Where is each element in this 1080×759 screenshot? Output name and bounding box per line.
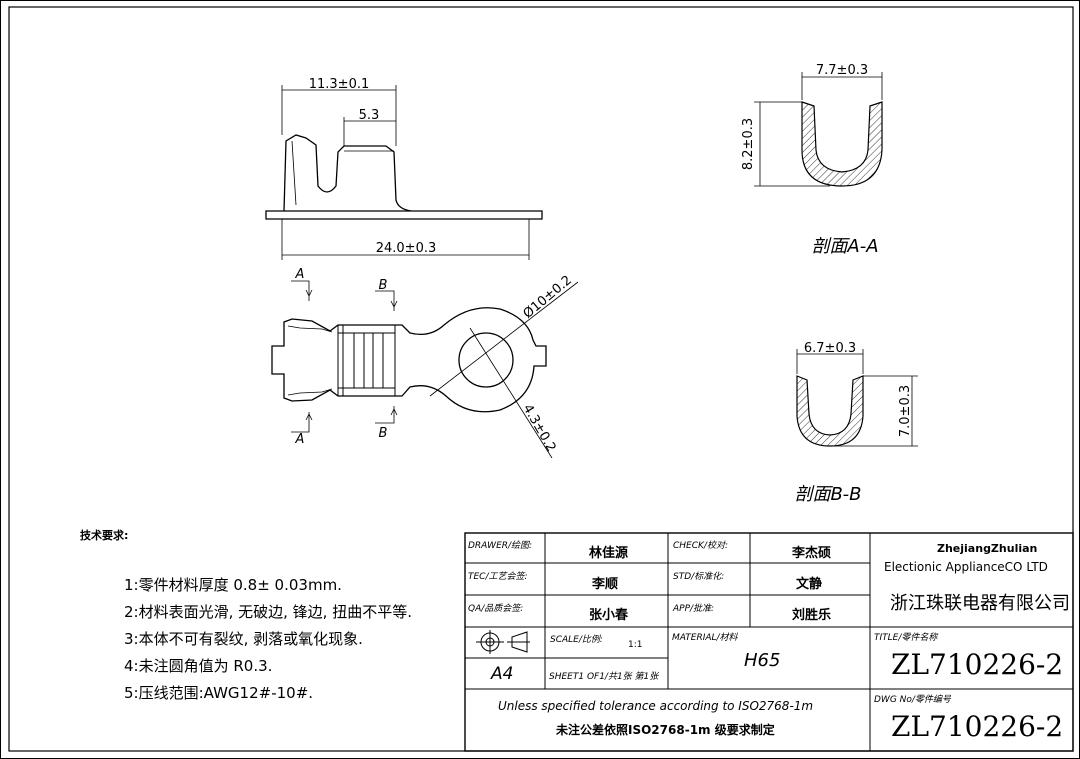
dim-section-b-width: 6.7±0.3 bbox=[804, 341, 856, 356]
side-view bbox=[265, 134, 543, 220]
drawing-number: ZL710226-2 bbox=[891, 710, 1064, 743]
qa-label: QA/品质会签: bbox=[468, 604, 524, 614]
std-value: 文静 bbox=[796, 577, 823, 592]
dim-top-width: 11.3±0.1 bbox=[309, 77, 370, 92]
top-view bbox=[271, 307, 547, 413]
check-label: CHECK/校对: bbox=[673, 541, 728, 551]
dwg-label: DWG No/零件编号 bbox=[874, 695, 951, 705]
section-b-caption: 剖面B-B bbox=[795, 484, 862, 505]
section-b-dims bbox=[796, 349, 918, 447]
dim-section-b-height: 7.0±0.3 bbox=[898, 385, 913, 437]
dim-hole-diameter: 4.3±0.2 bbox=[519, 402, 558, 455]
part-title: ZL710226-2 bbox=[891, 648, 1064, 681]
note-item: 5:压线范围:AWG12#-10#. bbox=[124, 684, 314, 702]
note-item: 2:材料表面光滑, 无破边, 锋边, 扭曲不平等. bbox=[124, 603, 412, 621]
notes-title: 技术要求: bbox=[80, 529, 129, 542]
dim-slot-width: 5.3 bbox=[359, 108, 380, 123]
notes-list: 1:零件材料厚度 0.8± 0.03mm. 2:材料表面光滑, 无破边, 锋边,… bbox=[124, 572, 412, 707]
check-value: 李杰硕 bbox=[792, 546, 832, 561]
section-a-dims bbox=[754, 72, 883, 187]
company-name-en-2: Electionic ApplianceCO LTD bbox=[884, 560, 1048, 574]
dim-ring-diameter: Ø10±0.2 bbox=[521, 273, 575, 322]
section-mark-b-bottom: B bbox=[379, 426, 388, 441]
tec-value: 李顺 bbox=[592, 577, 619, 592]
app-value: 刘胜乐 bbox=[792, 608, 832, 623]
sheet-info: SHEET1 OF1/共1张 第1张 bbox=[549, 672, 659, 682]
scale-label: SCALE/比例: bbox=[550, 635, 603, 645]
drawer-label: DRAWER/绘图: bbox=[468, 541, 533, 551]
projection-symbol bbox=[476, 630, 530, 654]
material-label: MATERIAL/材料 bbox=[672, 633, 738, 643]
section-a-caption: 剖面A-A bbox=[811, 236, 878, 257]
qa-value: 张小春 bbox=[589, 608, 629, 623]
top-view-dims bbox=[291, 280, 579, 459]
title-label: TITLE/零件名称 bbox=[874, 633, 938, 643]
dim-section-a-width: 7.7±0.3 bbox=[816, 63, 868, 78]
paper-size: A4 bbox=[491, 664, 514, 684]
tec-label: TEC/工艺会签: bbox=[468, 572, 528, 582]
scale-value: 1:1 bbox=[628, 640, 643, 650]
tolerance-note-cn: 未注公差依照ISO2768-1m 级要求制定 bbox=[556, 723, 775, 737]
std-label: STD/标准化: bbox=[673, 572, 725, 582]
note-item: 1:零件材料厚度 0.8± 0.03mm. bbox=[124, 576, 342, 594]
dim-total-length: 24.0±0.3 bbox=[376, 241, 437, 256]
material-value: H65 bbox=[744, 650, 781, 671]
tolerance-note-en: Unless specified tolerance according to … bbox=[498, 699, 814, 713]
section-mark-b-top: B bbox=[379, 278, 388, 293]
section-a-profile bbox=[801, 101, 883, 187]
drawer-value: 林佳源 bbox=[589, 546, 629, 561]
side-view-dims bbox=[281, 85, 530, 260]
section-b-profile bbox=[796, 375, 864, 447]
company-name-en-1: ZhejiangZhulian bbox=[937, 542, 1038, 555]
dim-section-a-height: 8.2±0.3 bbox=[741, 118, 756, 170]
app-label: APP/批准: bbox=[673, 604, 715, 614]
note-item: 3:本体不可有裂纹, 剥落或氧化现象. bbox=[124, 630, 363, 648]
company-name-cn: 浙江珠联电器有限公司 bbox=[890, 593, 1070, 614]
title-block-grid bbox=[464, 532, 1074, 752]
section-mark-a-top: A bbox=[295, 267, 305, 282]
section-mark-a-bottom: A bbox=[295, 432, 305, 447]
note-item: 4:未注圆角值为 R0.3. bbox=[124, 657, 273, 675]
